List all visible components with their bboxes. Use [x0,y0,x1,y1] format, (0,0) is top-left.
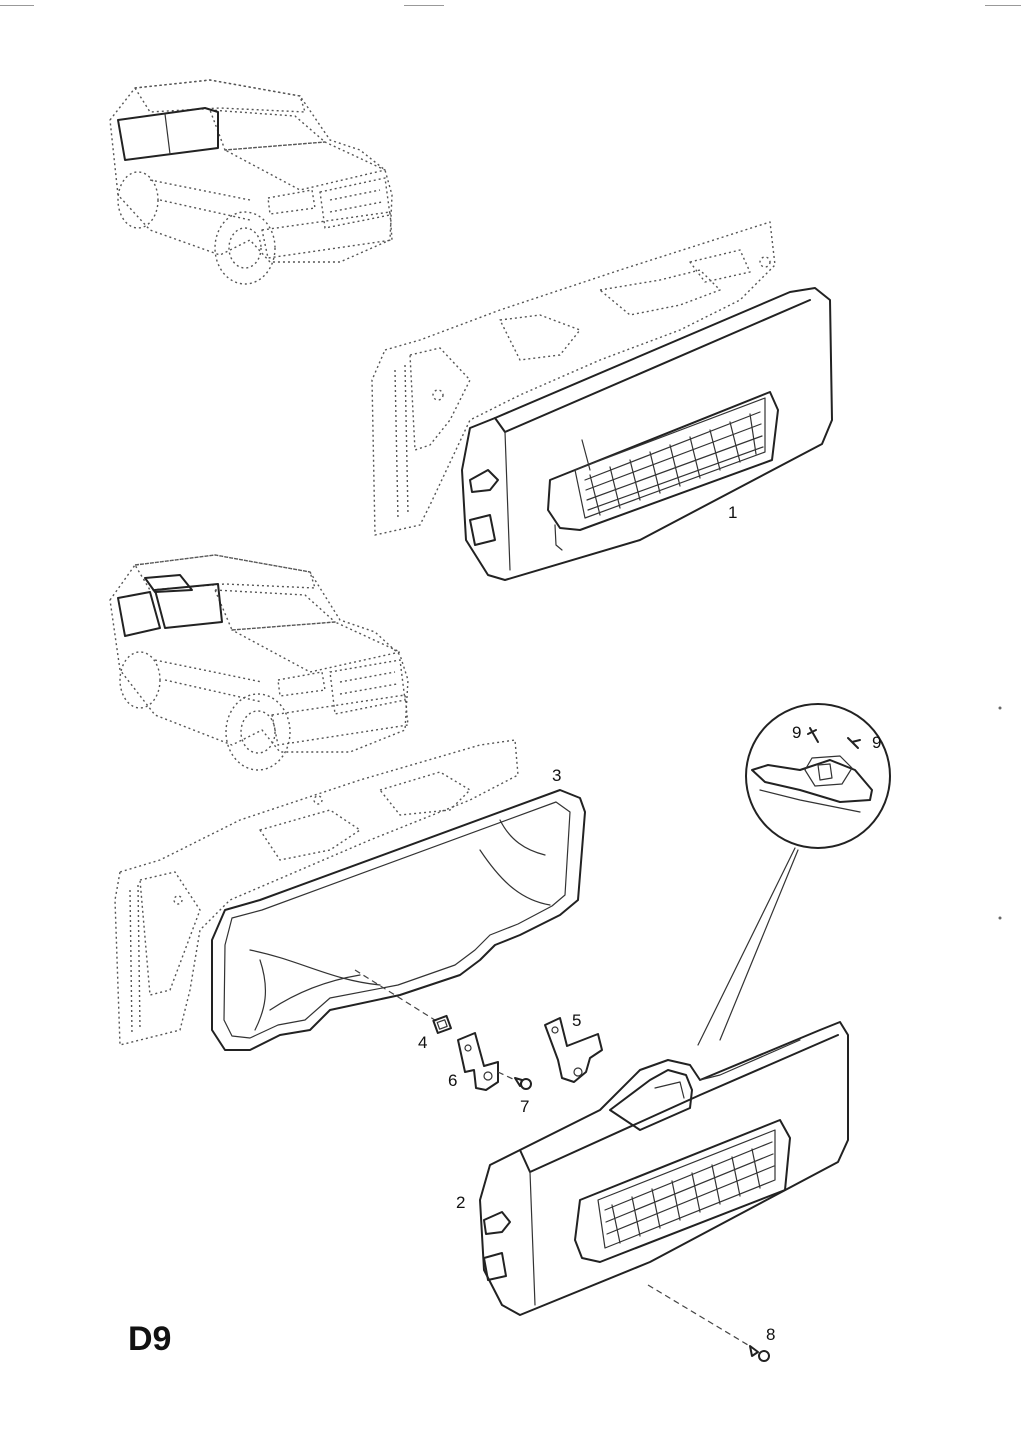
screw-8 [749,1345,770,1362]
callout-7: 7 [520,1097,529,1116]
top-mark-right [985,5,1021,6]
callout-5: 5 [572,1011,581,1030]
page-code: D9 [128,1320,172,1358]
trim-panel-2 [479,1021,849,1316]
callout-6: 6 [448,1071,457,1090]
callout-3: 3 [552,766,561,785]
scan-speck [998,916,1002,920]
screw-7 [497,1071,532,1090]
callout-4: 4 [418,1033,427,1052]
callout-8: 8 [766,1325,775,1344]
body-inner-panel-top [371,221,776,536]
top-mark-left [0,5,34,6]
scan-speck [998,706,1002,710]
insulation-pad-3 [211,789,586,1051]
callout-9b: 9 [872,733,881,752]
detail-magnifier [697,703,891,1046]
bracket-6 [457,1032,499,1091]
vehicle-illustration-middle [109,554,409,771]
top-mark-center [404,5,444,6]
trim-panel-1 [461,287,833,581]
callout-9a: 9 [792,723,801,742]
callout-1: 1 [728,503,737,522]
bracket-5 [544,1017,603,1083]
nut-4 [432,1014,452,1034]
body-inner-panel-middle [114,739,519,1046]
callout-2: 2 [456,1193,465,1212]
vehicle-illustration-top [109,79,393,285]
